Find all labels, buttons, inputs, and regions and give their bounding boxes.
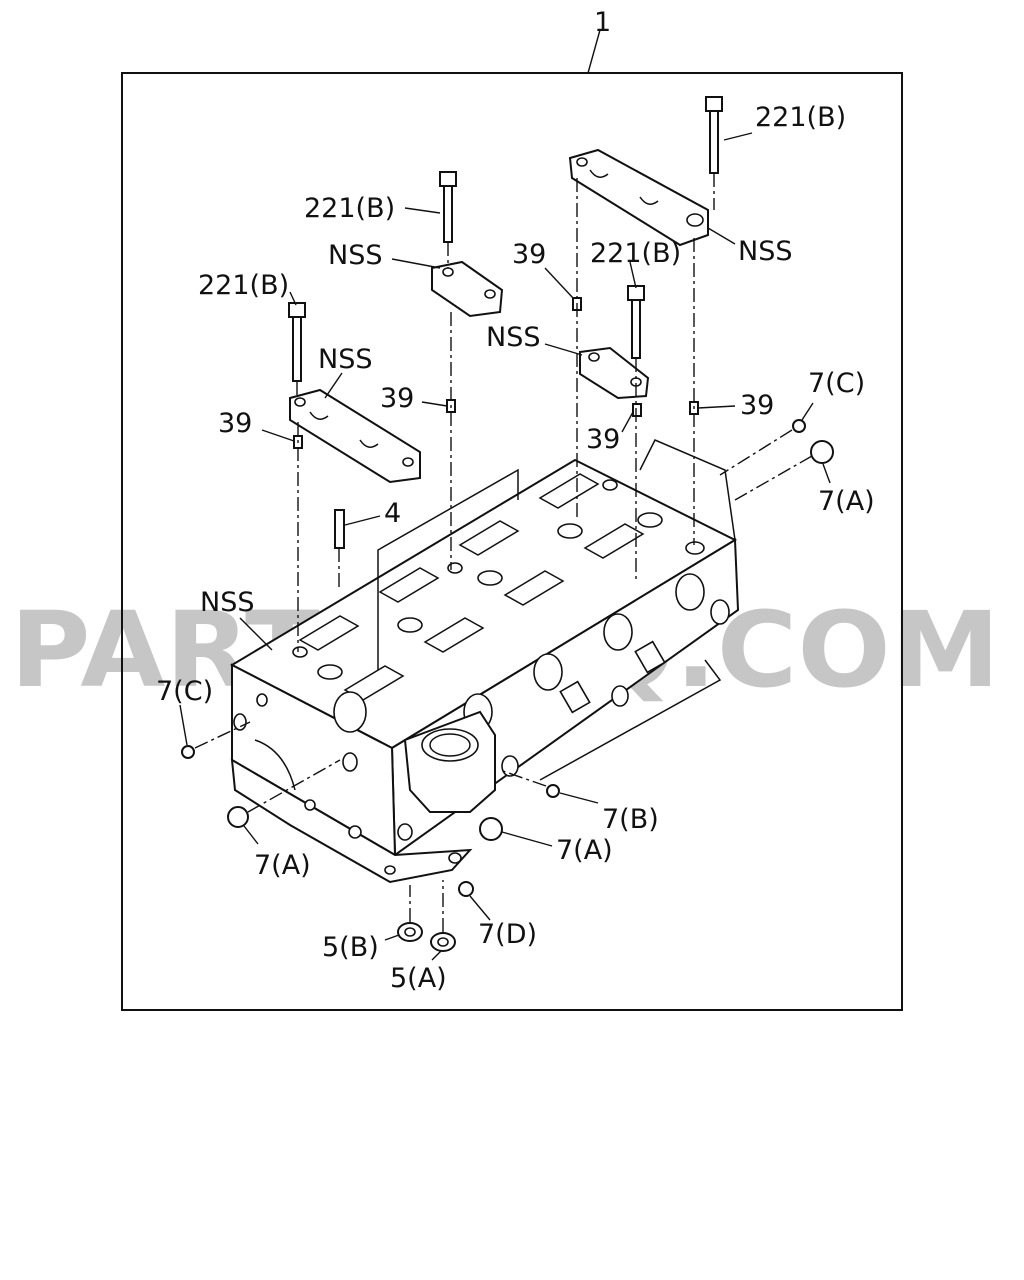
bolt-mid-left [439,171,457,243]
callout-dowel-mid: 39 [380,383,414,414]
plug-a-front [479,817,503,841]
bolt-rear [705,96,723,174]
callout-nss-head: NSS [200,587,254,618]
callout-plug-a-front: 7(A) [556,835,613,866]
side-bracket-line [539,659,722,781]
plug-b [546,784,560,798]
plug-d [458,881,474,897]
bolt-center [627,285,645,359]
callout-plug-a-left: 7(A) [254,850,311,881]
seal-b [397,922,423,942]
callout-bolt-center: 221(B) [590,238,681,269]
callout-dowel-rear-b: 39 [740,390,774,421]
callout-bolt-mid-left: 221(B) [304,193,395,224]
cylinder-head [229,458,740,884]
assembly-frame [121,72,903,1011]
callout-seal-a: 5(A) [390,963,447,994]
seal-a [430,932,456,952]
assembly-centerlines [194,173,813,932]
dowel-center [632,403,642,417]
cam-cap-rear [568,148,709,247]
callout-plug-c-left: 7(C) [156,676,213,707]
plug-c-left [181,745,195,759]
cam-bracket-line [377,468,519,670]
callout-bolt-front: 221(B) [198,270,289,301]
rear-bracket-line [639,439,736,541]
callout-plug-a-right: 7(A) [818,486,875,517]
cam-cap-center [579,346,650,400]
callout-nss-center-cap: NSS [486,322,540,353]
callout-assembly: 1 [594,7,611,38]
cam-cap-mid [431,260,504,318]
bolt-front [288,302,306,382]
callout-bolt-rear: 221(B) [755,102,846,133]
callout-seal-b: 5(B) [322,932,379,963]
leader-lines [179,132,831,961]
callout-dowel-center: 39 [586,424,620,455]
callout-stud: 4 [384,498,401,529]
callout-nss-rear-cap: NSS [738,236,792,267]
callout-plug-b: 7(B) [602,804,659,835]
plug-a-right [810,440,834,464]
callout-nss-front-cap: NSS [318,344,372,375]
stud [334,509,345,549]
callout-dowel-rear-a: 39 [512,239,546,270]
callout-dowel-front: 39 [218,408,252,439]
plug-a-left [227,806,249,828]
plug-c-right [792,419,806,433]
callout-nss-mid-cap: NSS [328,240,382,271]
cam-cap-front [289,388,421,484]
callout-plug-c-right: 7(C) [808,368,865,399]
assembly-leader [587,29,601,74]
callout-plug-d: 7(D) [478,919,537,950]
